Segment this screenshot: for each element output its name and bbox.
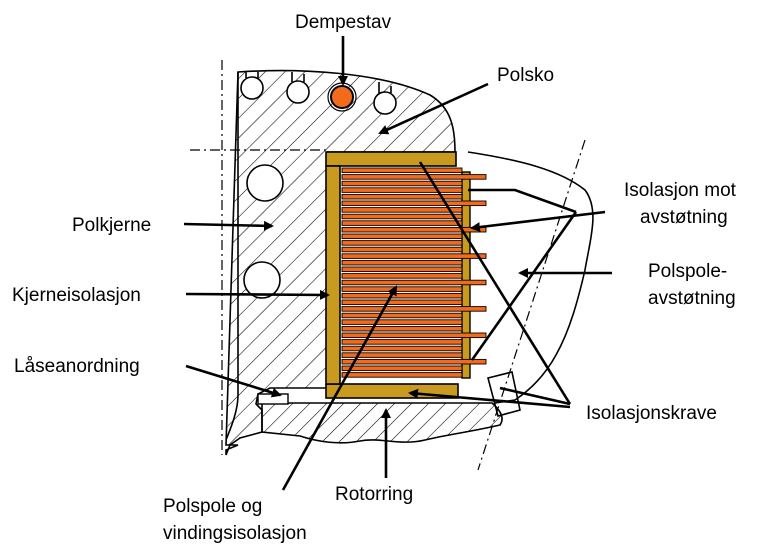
winding-turn-fin <box>341 279 487 286</box>
core-hole-upper <box>246 164 284 202</box>
winding-turn <box>341 246 463 253</box>
label-rotorring: Rotorring <box>335 484 413 505</box>
winding-turn-fin <box>341 174 487 180</box>
winding-turn <box>341 352 463 358</box>
winding-turn <box>341 273 463 279</box>
winding-turn <box>341 325 463 332</box>
locking-device <box>257 393 289 405</box>
winding-turn <box>341 207 463 213</box>
winding-turn-fin <box>341 200 487 207</box>
core-hole-lower <box>243 261 281 299</box>
winding-turn-fin <box>341 358 487 365</box>
damper-hole-2 <box>286 80 310 104</box>
leader-isolasjonskrave-mid <box>499 386 571 406</box>
winding-turn <box>341 286 463 292</box>
arrow-polspole-og <box>281 285 398 491</box>
core-insulation <box>325 165 341 385</box>
winding-turn-fin <box>341 332 487 339</box>
label-polspole-og-2: vindingsisolasjon <box>163 523 307 544</box>
winding-turn <box>341 312 463 319</box>
winding-turn <box>341 240 463 246</box>
label-isolasjon-mot-2: avstøtning <box>640 207 728 228</box>
arrow-isolasjonskrave-bottom <box>408 388 571 409</box>
leader-isolasjon-mot-low <box>470 211 578 361</box>
winding-turn <box>341 345 463 352</box>
pole-winding <box>341 167 487 378</box>
label-laseanordning: Låseanordning <box>14 356 140 377</box>
arrow-kjerneisolasjon <box>185 289 330 300</box>
arrow-laseanordning <box>185 364 282 398</box>
label-polkjerne: Polkjerne <box>72 215 151 236</box>
winding-turn <box>341 233 463 240</box>
support-centerline <box>477 139 586 471</box>
leader-isolasjon-mot <box>468 188 577 214</box>
winding-turn <box>341 213 463 220</box>
winding-turn <box>341 266 463 273</box>
winding-turn-fin <box>341 253 487 259</box>
winding-turn <box>341 193 463 200</box>
damper-hole-1 <box>240 76 264 100</box>
damper-hole-4 <box>373 91 397 115</box>
winding-turn <box>341 167 463 174</box>
label-polspole-og-1: Polspole og <box>163 496 262 517</box>
winding-turn <box>341 299 463 306</box>
winding-turn <box>341 372 463 378</box>
leader-isolasjonskrave-top <box>418 161 572 405</box>
winding-turn-fin <box>341 306 487 312</box>
winding-turn <box>341 180 463 187</box>
winding-turn <box>341 319 463 325</box>
winding-turn <box>341 220 463 226</box>
arrow-polsko <box>378 82 489 135</box>
label-polspole-2: avstøtning <box>648 288 736 309</box>
label-isolasjon-mot-1: Isolasjon mot <box>624 180 737 201</box>
winding-turn <box>341 259 463 266</box>
winding-turn <box>341 339 463 345</box>
top-insulation-collar <box>325 151 457 167</box>
winding-turn <box>341 365 463 372</box>
damper-rod-icon <box>330 85 354 109</box>
winding-turn-fin <box>341 226 487 233</box>
label-polsko: Polsko <box>497 65 554 86</box>
winding-turn <box>341 187 463 193</box>
label-polspole-1: Polspole- <box>648 261 727 282</box>
arrow-polkjerne <box>183 220 274 231</box>
rotor-ring-body <box>261 402 503 444</box>
label-dempestav: Dempestav <box>295 12 392 33</box>
label-kjerneisolasjon: Kjerneisolasjon <box>12 285 141 306</box>
winding-turn <box>341 292 463 299</box>
label-isolasjonskrave: Isolasjonskrave <box>586 403 717 424</box>
arrow-isolasjon-mot <box>470 210 606 233</box>
